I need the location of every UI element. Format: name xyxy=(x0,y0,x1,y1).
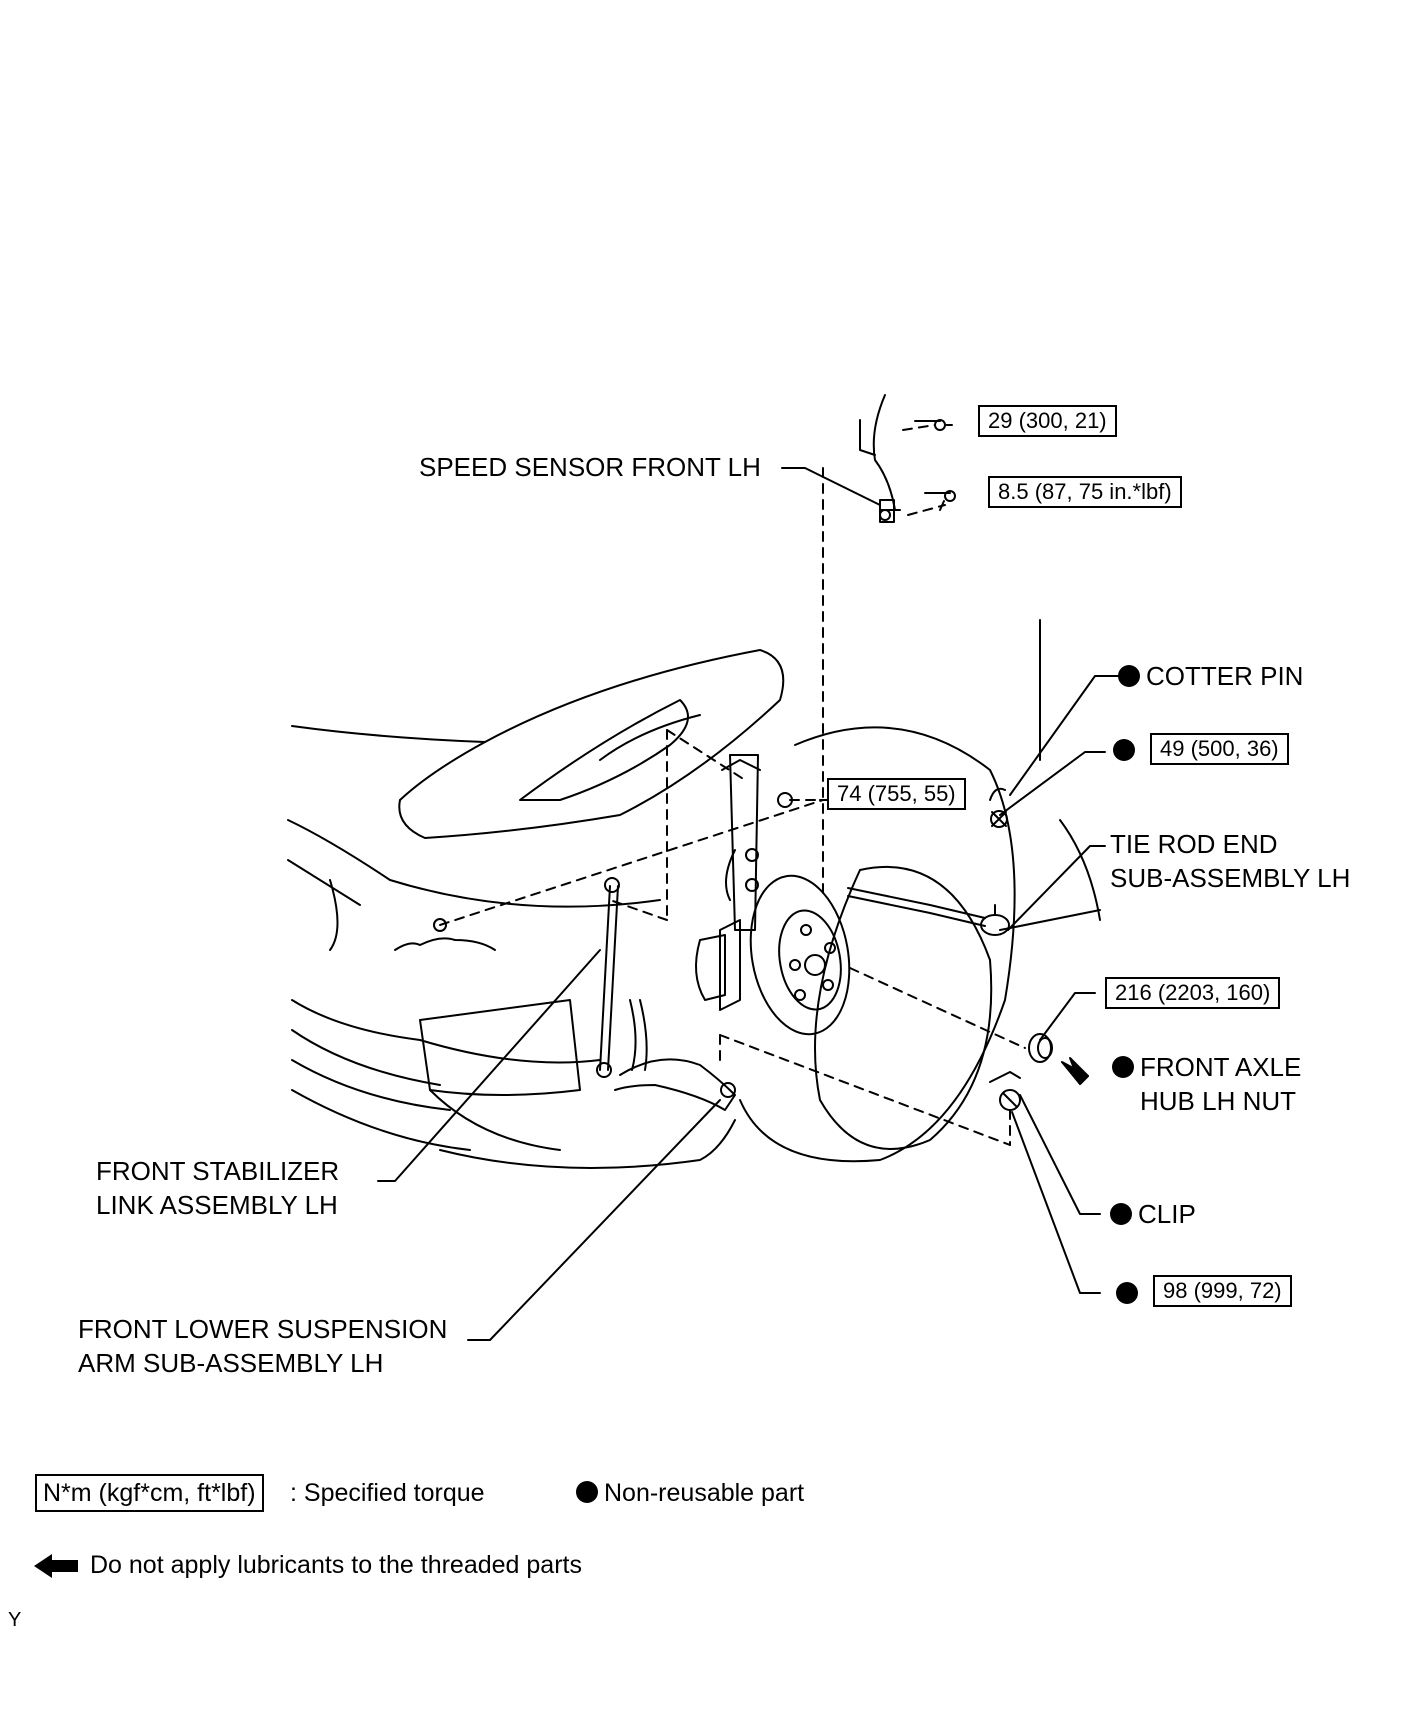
torque-box-sensor-harness-bolt: 8.5 (87, 75 in.*lbf) xyxy=(988,476,1182,508)
tie-rod-end-label: TIE ROD END SUB-ASSEMBLY LH xyxy=(1110,827,1350,895)
wheel-tire xyxy=(739,726,1016,1163)
non-reusable-dot-icon xyxy=(1110,1203,1132,1226)
lower-arm-label: FRONT LOWER SUSPENSION ARM SUB-ASSEMBLY … xyxy=(78,1312,447,1380)
fasteners xyxy=(777,419,1053,1111)
legend-non-reusable: Non-reusable part xyxy=(576,1476,804,1510)
non-reusable-dot-icon xyxy=(1118,665,1140,688)
speed-sensor-part xyxy=(859,394,901,523)
car-body-outline xyxy=(287,619,1101,1169)
left-arrow-icon xyxy=(34,1554,78,1578)
non-reusable-dot-icon xyxy=(1113,739,1135,761)
sensor-harness xyxy=(394,918,496,951)
legend-non-reusable-text: Non-reusable part xyxy=(604,1479,805,1507)
lower-arm-line2: ARM SUB-ASSEMBLY LH xyxy=(78,1348,384,1378)
tie-rod-line2: SUB-ASSEMBLY LH xyxy=(1110,863,1351,893)
non-reusable-dot-icon xyxy=(576,1481,598,1504)
tie-rod-line1: TIE ROD END xyxy=(1110,829,1278,859)
axle-nut-line2: HUB LH NUT xyxy=(1140,1086,1297,1116)
figure-code: Y xyxy=(8,1609,22,1631)
brake-disc-hub xyxy=(695,874,851,1036)
torque-box-speed-sensor-bolt: 29 (300, 21) xyxy=(978,405,1117,437)
steering-knuckle xyxy=(721,754,761,931)
non-reusable-dot-icon xyxy=(1112,1056,1134,1079)
lower-arm-line1: FRONT LOWER SUSPENSION xyxy=(78,1314,448,1344)
torque-box-tie-rod-nut: 49 (500, 36) xyxy=(1150,733,1289,765)
clip-text: CLIP xyxy=(1138,1199,1196,1229)
leader-lines xyxy=(377,420,1119,1341)
stabilizer-line2: LINK ASSEMBLY LH xyxy=(96,1190,338,1220)
non-reusable-dot-icon xyxy=(1116,1282,1138,1304)
tie-rod xyxy=(847,887,1010,936)
legend-torque-unit-box: N*m (kgf*cm, ft*lbf) xyxy=(35,1474,264,1512)
torque-box-lower-arm-nut: 98 (999, 72) xyxy=(1153,1275,1292,1307)
torque-box-stabilizer-nut: 74 (755, 55) xyxy=(827,778,966,810)
speed-sensor-label: SPEED SENSOR FRONT LH xyxy=(419,452,761,482)
torque-box-axle-hub-nut: 216 (2203, 160) xyxy=(1105,977,1281,1009)
stabilizer-line1: FRONT STABILIZER xyxy=(96,1156,340,1186)
axle-nut-line1: FRONT AXLE xyxy=(1140,1052,1302,1082)
no-lubricant-arrow xyxy=(1061,1057,1089,1085)
lower-suspension-arm xyxy=(614,999,736,1111)
cotter-pin-text: COTTER PIN xyxy=(1146,661,1304,691)
front-axle-nut-label: FRONT AXLE HUB LH NUT xyxy=(1112,1050,1301,1118)
exploded-view-lines xyxy=(439,424,1026,1146)
clip-label: CLIP xyxy=(1110,1197,1196,1231)
cotter-pin-label: COTTER PIN xyxy=(1118,659,1303,693)
legend-torque-desc: : Specified torque xyxy=(290,1479,485,1507)
stabilizer-link xyxy=(596,877,620,1078)
stabilizer-link-label: FRONT STABILIZER LINK ASSEMBLY LH xyxy=(96,1154,339,1222)
legend-no-lubricant: Do not apply lubricants to the threaded … xyxy=(90,1551,582,1579)
